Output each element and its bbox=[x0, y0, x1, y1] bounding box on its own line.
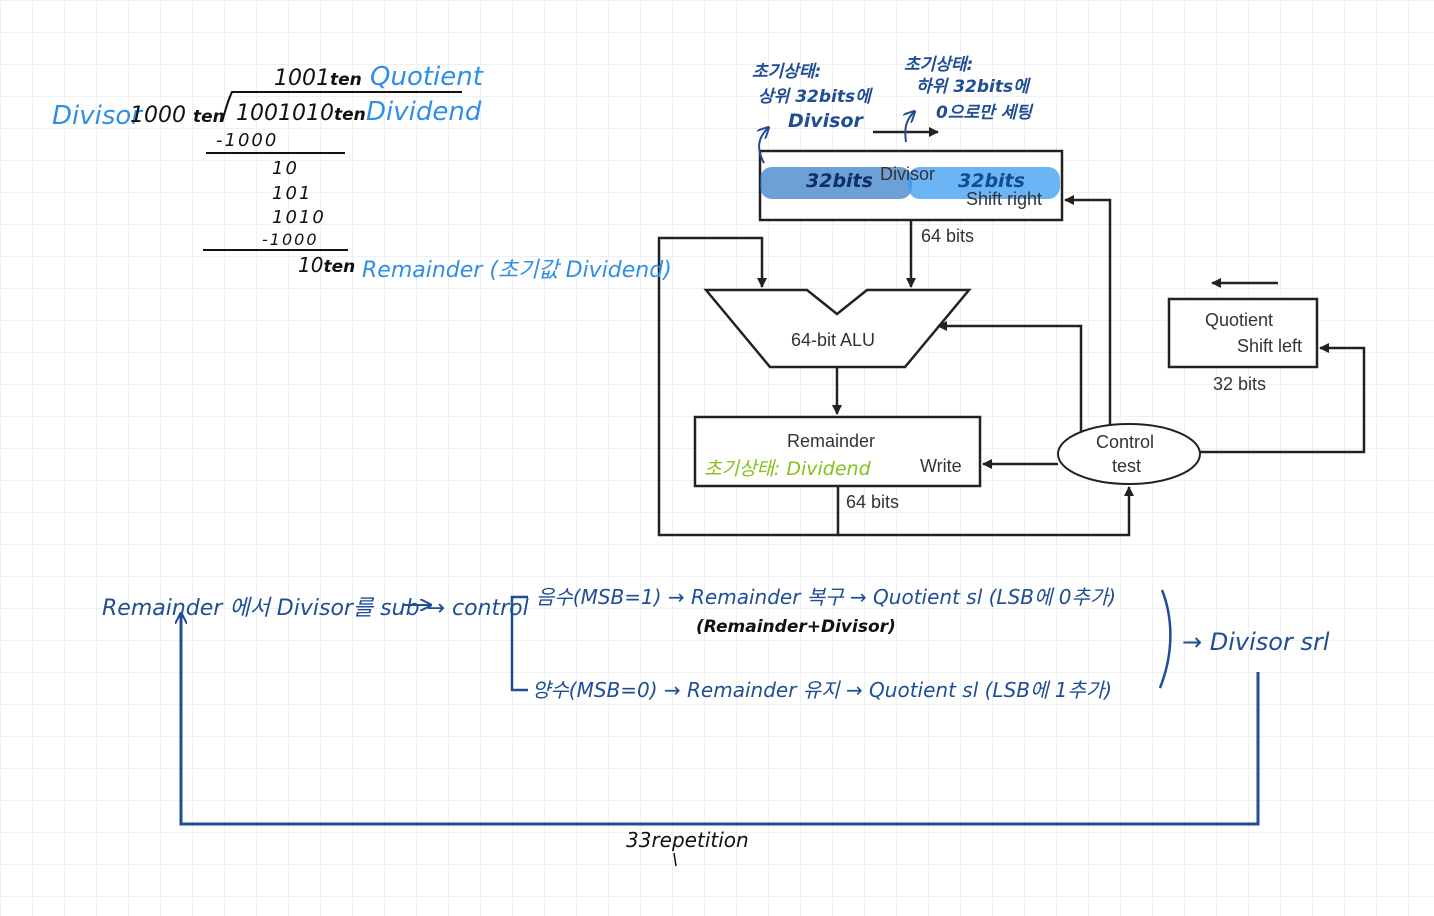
note-lower-line-3: 0으로만 세팅 bbox=[936, 103, 1032, 123]
note-upper-line-1: 초기상태: bbox=[752, 62, 822, 82]
remainder-register bbox=[693, 415, 982, 488]
flow-negative-detail: (Remainder+Divisor) bbox=[696, 617, 896, 637]
note-upper-line-3: Divisor bbox=[788, 110, 863, 132]
merge-brace bbox=[1158, 589, 1172, 689]
note-lower-line-1: 초기상태: bbox=[904, 55, 974, 75]
control-test-ellipse bbox=[1057, 423, 1201, 485]
divisor-register-title: Divisor bbox=[880, 164, 936, 184]
remainder-register-title: Remainder bbox=[787, 431, 876, 451]
divisor-value: 1000 ten bbox=[130, 103, 225, 128]
remainder-label: Remainder (초기값 Dividend) bbox=[362, 258, 672, 283]
quotient-label: Quotient bbox=[370, 62, 483, 92]
note-lower-line-2: 하위 32bits에 bbox=[916, 77, 1029, 97]
quotient-register bbox=[1167, 297, 1319, 369]
divisor-lower-highlight bbox=[908, 167, 1060, 199]
flow-negative-case: 음수(MSB=1) → Remainder 복구 → Quotient sl (… bbox=[536, 585, 1117, 609]
loop-label: 33repetition bbox=[626, 828, 749, 852]
divisor-register-op: Shift right bbox=[966, 189, 1043, 209]
quotient-register-title: Quotient bbox=[1205, 310, 1274, 330]
divisor-upper-highlight bbox=[760, 167, 912, 199]
flow-positive-case: 양수(MSB=0) → Remainder 유지 → Quotient sl (… bbox=[532, 678, 1113, 702]
division-step-5: -1000 bbox=[262, 230, 319, 249]
control-line-2: test bbox=[1112, 456, 1142, 476]
divisor-lower-bits: 32bits bbox=[958, 170, 1025, 192]
flow-result: → Divisor srl bbox=[1182, 628, 1330, 656]
alu-label: 64-bit ALU bbox=[791, 330, 876, 350]
alu-shape bbox=[703, 288, 972, 369]
dividend-value: 1001010ten bbox=[236, 101, 366, 126]
remainder-value: 10ten bbox=[298, 253, 356, 277]
remainder-register-op: Write bbox=[920, 456, 962, 476]
quotient-value: 1001ten bbox=[274, 66, 362, 91]
divisor-label: Divisor bbox=[52, 101, 142, 131]
flow-start: Remainder 에서 Divisor를 sub → control bbox=[102, 596, 529, 621]
quotient-subscript: ten bbox=[330, 70, 362, 90]
remainder-init-note: 초기상태: Dividend bbox=[704, 458, 871, 480]
divisor-upper-bits: 32bits bbox=[806, 170, 873, 192]
division-step-2: 10 bbox=[272, 158, 299, 179]
control-line-1: Control bbox=[1096, 432, 1155, 452]
quotient-register-op: Shift left bbox=[1237, 336, 1303, 356]
remainder-bus-width: 64 bits bbox=[846, 492, 900, 512]
division-bracket bbox=[221, 91, 462, 123]
remainder-subscript: ten bbox=[323, 257, 356, 277]
division-step-1: -1000 bbox=[216, 130, 279, 151]
branch-bracket bbox=[510, 595, 528, 692]
divisor-subscript: ten bbox=[193, 107, 225, 127]
division-step-4: 1010 bbox=[272, 207, 326, 228]
loop-back-line bbox=[181, 614, 1260, 826]
dividend-subscript: ten bbox=[333, 105, 366, 125]
quotient-bus-width: 32 bits bbox=[1213, 374, 1267, 394]
division-step-3: 101 bbox=[272, 183, 313, 204]
note-upper-line-2: 상위 32bits에 bbox=[758, 87, 871, 107]
divisor-bus-width: 64 bits bbox=[921, 226, 975, 246]
dividend-label: Dividend bbox=[366, 97, 482, 127]
